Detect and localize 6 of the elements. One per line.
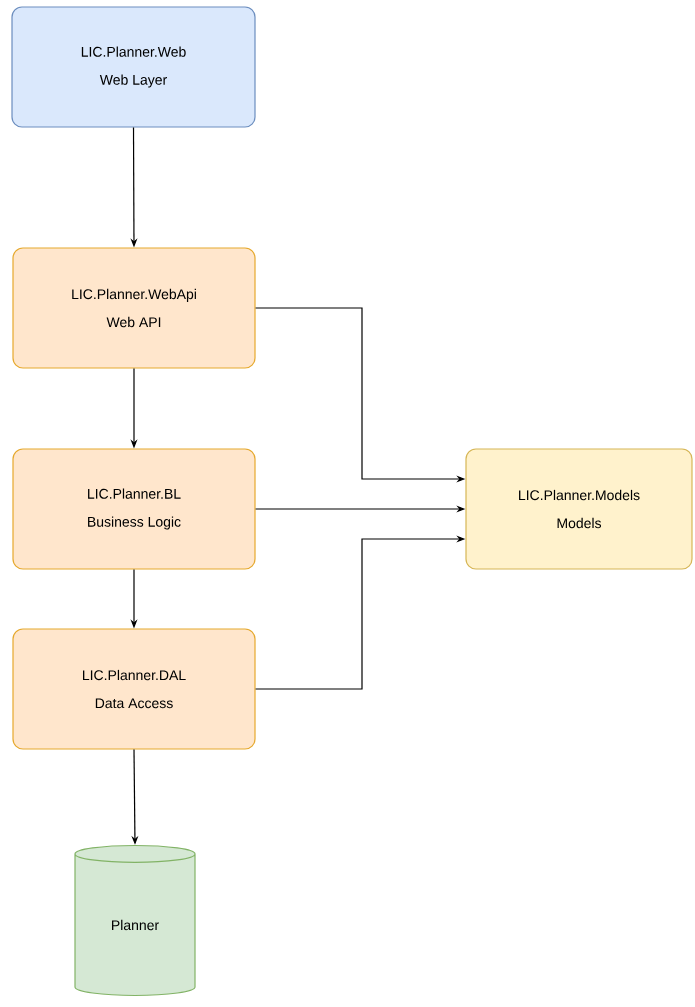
process-box: LIC.Planner.Models Models: [465, 448, 693, 570]
process-box: LIC.Planner.Web Web Layer: [11, 6, 256, 128]
process-box: LIC.Planner.WebApi Web API: [12, 247, 256, 369]
process-box: LIC.Planner.BL Business Logic: [12, 448, 256, 570]
process-box: LIC.Planner.DAL Data Access: [12, 628, 256, 750]
database-cylinder: Planner: [74, 844, 196, 997]
